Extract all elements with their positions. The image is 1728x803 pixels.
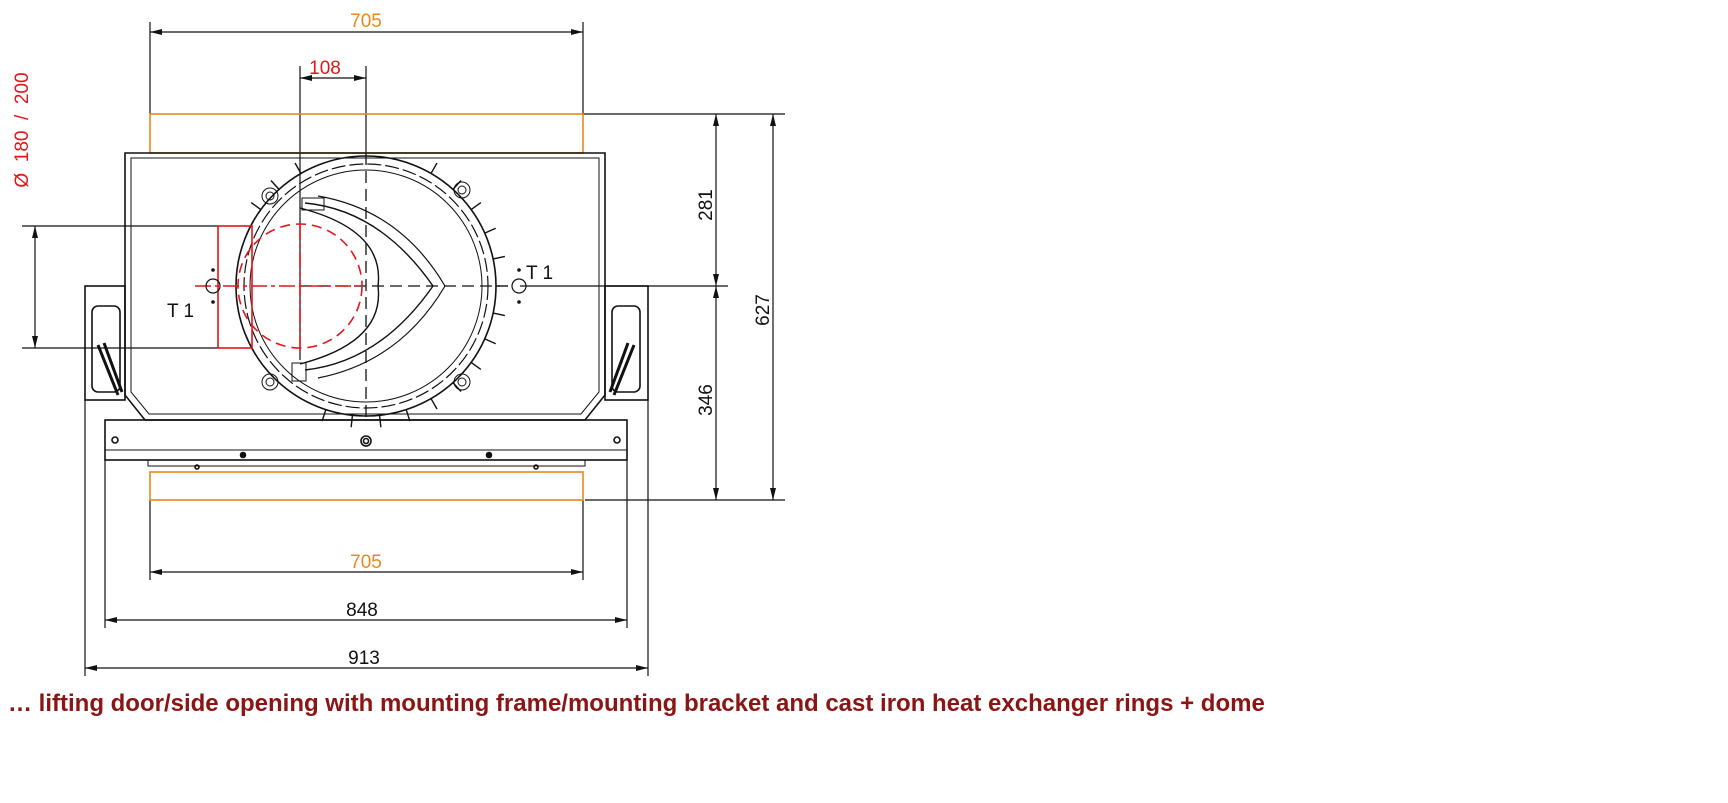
dim-offset: 108 — [309, 58, 341, 79]
ring-tooth — [484, 227, 497, 234]
dim-bottom-width: 705 — [350, 552, 382, 573]
dim-lower-height: 346 — [696, 384, 717, 416]
ring-tooth — [430, 398, 438, 410]
t1-left-label: T 1 — [167, 301, 194, 322]
left-latch — [96, 342, 124, 396]
dimension-arrows — [32, 29, 776, 671]
heat-exchanger — [235, 155, 508, 428]
flue-outlet — [217, 225, 253, 349]
lower-plate — [104, 419, 628, 461]
dim-top-width: 705 — [350, 11, 382, 32]
base-strip — [147, 459, 586, 467]
t1-right-sensor-icon — [511, 278, 527, 294]
ring-tooth — [493, 312, 506, 317]
bottom-mounting-frame — [149, 471, 584, 501]
ring-tooth — [470, 361, 482, 371]
right-bracket — [604, 285, 649, 401]
dim-upper-height: 281 — [696, 189, 717, 221]
caption: … lifting door/side opening with mountin… — [8, 690, 1265, 717]
t1-right-label: T 1 — [526, 263, 553, 284]
ring-tooth — [493, 255, 506, 260]
t1-left-sensor-icon — [205, 278, 221, 294]
dim-overall-width: 913 — [348, 648, 380, 669]
left-bracket — [84, 285, 126, 401]
ring-tooth — [294, 162, 302, 174]
dim-flue-diameter: Ø 180 / 200 — [12, 72, 33, 187]
body-inner-line — [130, 157, 600, 415]
right-latch — [608, 342, 636, 396]
ring-tooth — [430, 162, 438, 174]
ring-tooth — [484, 338, 497, 345]
dim-frame-width: 848 — [346, 600, 378, 621]
ring-tooth — [470, 201, 482, 211]
ring-tooth — [250, 201, 262, 211]
left-handle — [91, 305, 121, 393]
ring-tooth — [350, 415, 354, 428]
dim-total-height: 627 — [753, 294, 774, 326]
ring-tooth — [378, 415, 382, 428]
ring-tooth — [270, 180, 280, 190]
right-handle — [611, 305, 641, 393]
ring-tooth — [321, 409, 327, 422]
ring-tooth — [405, 409, 411, 422]
